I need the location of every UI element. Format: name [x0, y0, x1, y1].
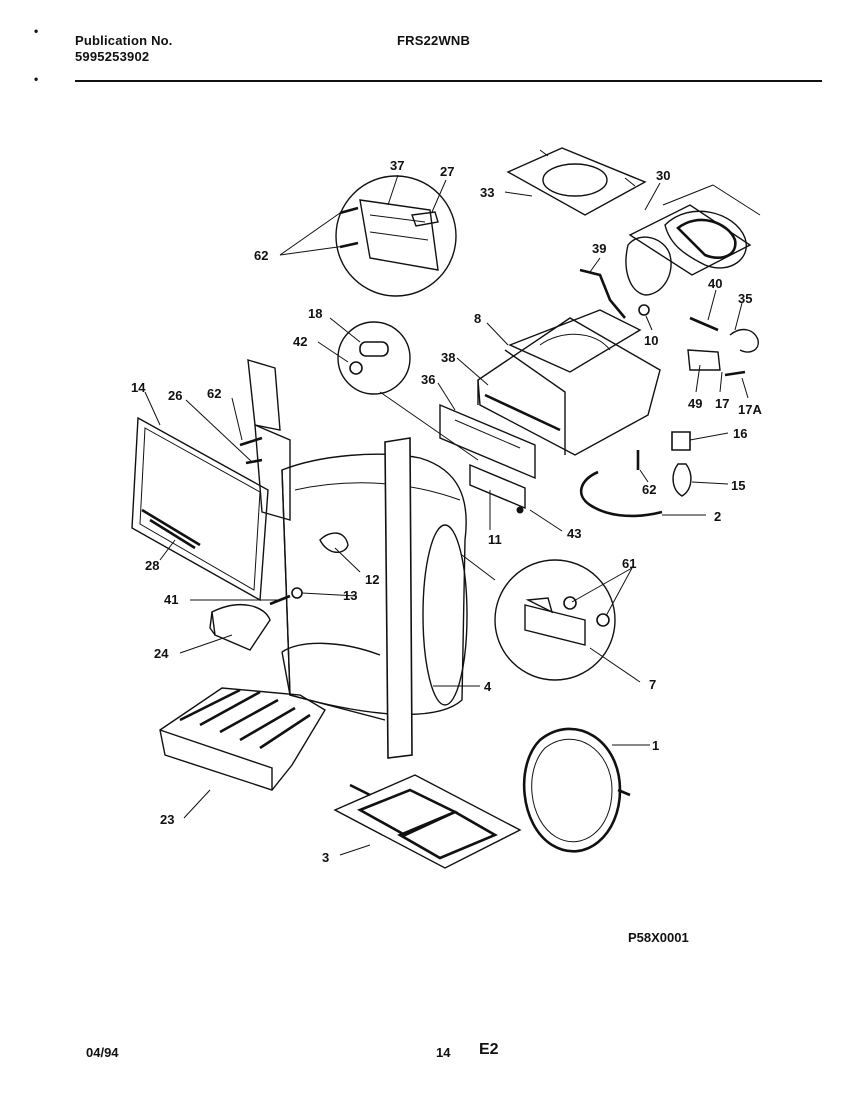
publication-label: Publication No.: [75, 33, 173, 48]
punch-mark-bottom: •: [34, 72, 39, 86]
cord-and-light: [579, 431, 692, 518]
ice-tray-drawer: [159, 687, 326, 791]
callout-16: 16: [733, 426, 747, 441]
punch-mark-top: •: [34, 24, 39, 38]
callout-7: 7: [649, 677, 656, 692]
callout-36: 36: [421, 372, 435, 387]
callout-4: 4: [484, 679, 492, 694]
callout-14: 14: [131, 380, 146, 395]
callout-12: 12: [365, 572, 379, 587]
callout-10: 10: [644, 333, 658, 348]
callout-8: 8: [474, 311, 481, 326]
ice-bin: [281, 453, 468, 716]
detail-circle-bracket: [335, 175, 457, 297]
footer-page-number: 14: [436, 1045, 451, 1060]
callout-18: 18: [308, 306, 322, 321]
callout-43: 43: [567, 526, 581, 541]
callout-17a: 17A: [738, 402, 762, 417]
actuator-parts: [579, 268, 759, 377]
callout-23: 23: [160, 812, 174, 827]
duct-plate: [506, 147, 647, 216]
callout-40: 40: [708, 276, 722, 291]
detail-circle-spring: [337, 321, 479, 461]
callout-62-top: 62: [254, 248, 268, 263]
left-upright-bracket: [239, 359, 291, 521]
publication-number: 5995253902: [75, 49, 150, 64]
callout-1: 1: [652, 738, 659, 753]
footer-section: E2: [479, 1041, 499, 1058]
callout-2: 2: [714, 509, 721, 524]
model-number: FRS22WNB: [397, 33, 471, 48]
callout-11: 11: [488, 532, 502, 547]
callout-41: 41: [164, 592, 178, 607]
callout-62-mid: 62: [207, 386, 221, 401]
callout-30: 30: [656, 168, 670, 183]
callout-35: 35: [738, 291, 752, 306]
callout-42: 42: [293, 334, 307, 349]
callout-17: 17: [715, 396, 729, 411]
callout-37: 37: [390, 158, 404, 173]
dispenser-housing: [439, 309, 661, 514]
header-rule: [75, 80, 822, 82]
heater-plate: [333, 774, 522, 869]
callout-61: 61: [622, 556, 636, 571]
callout-39: 39: [592, 241, 606, 256]
dispenser-paddle: [209, 587, 303, 651]
footer-date: 04/94: [86, 1045, 119, 1060]
callout-62-right: 62: [642, 482, 656, 497]
detail-circle-switch: [461, 554, 616, 681]
callout-38: 38: [441, 350, 455, 365]
callout-28: 28: [145, 558, 159, 573]
callout-13: 13: [343, 588, 357, 603]
callout-3: 3: [322, 850, 329, 865]
damper-housing: [625, 184, 761, 296]
leader-lines: [144, 174, 749, 856]
callout-27: 27: [440, 164, 454, 179]
callout-15: 15: [731, 478, 745, 493]
callout-26: 26: [168, 388, 182, 403]
divider-post: [281, 437, 413, 759]
callout-49: 49: [688, 396, 702, 411]
callout-24: 24: [154, 646, 169, 661]
gasket-ring: [522, 727, 631, 853]
part-callouts: 37 27 62 33 30 39 40 35 10 8 18 42 38 36…: [131, 158, 762, 865]
diagram-code: P58X0001: [628, 930, 689, 945]
callout-33: 33: [480, 185, 494, 200]
